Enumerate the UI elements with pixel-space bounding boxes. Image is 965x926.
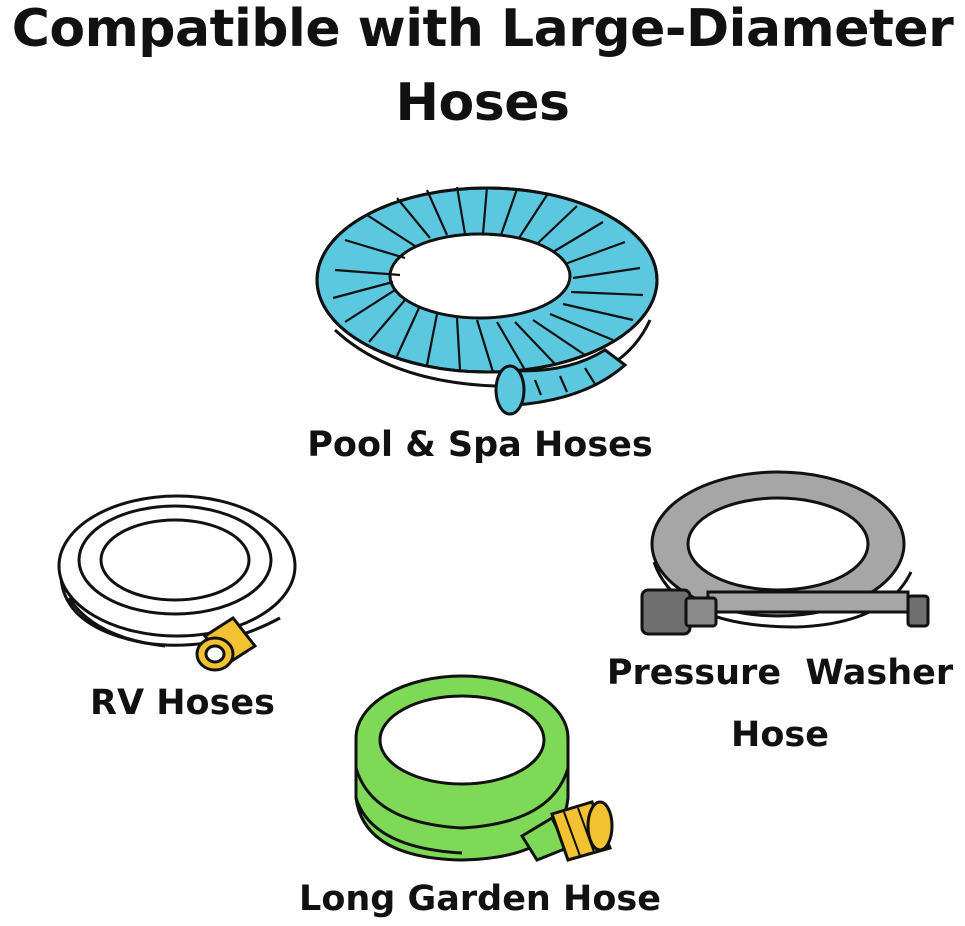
pressure-washer-hose-icon: [640, 470, 930, 636]
title-line-2: Hoses: [395, 73, 570, 133]
garden-hose-label: Long Garden Hose: [299, 879, 661, 919]
page-title: Compatible with Large-Diameter Hoses: [0, 0, 965, 146]
rv-fitting-icon: [195, 616, 258, 672]
rv-hose-icon: [57, 494, 297, 672]
pool-spa-hose-label: Pool & Spa Hoses: [307, 425, 653, 465]
title-line-1: Compatible with Large-Diameter: [11, 0, 954, 59]
pressure-washer-hose-label: Pressure Washer Hose: [590, 651, 965, 757]
garden-hose-icon: [354, 674, 614, 862]
pressure-washer-label-line-2: Hose: [731, 715, 829, 755]
pool-spa-hose-icon: [315, 186, 659, 416]
pressure-washer-label-line-1: Pressure Washer: [606, 653, 954, 693]
rv-hose-label: RV Hoses: [90, 683, 275, 723]
garden-fitting-icon: [550, 800, 614, 862]
